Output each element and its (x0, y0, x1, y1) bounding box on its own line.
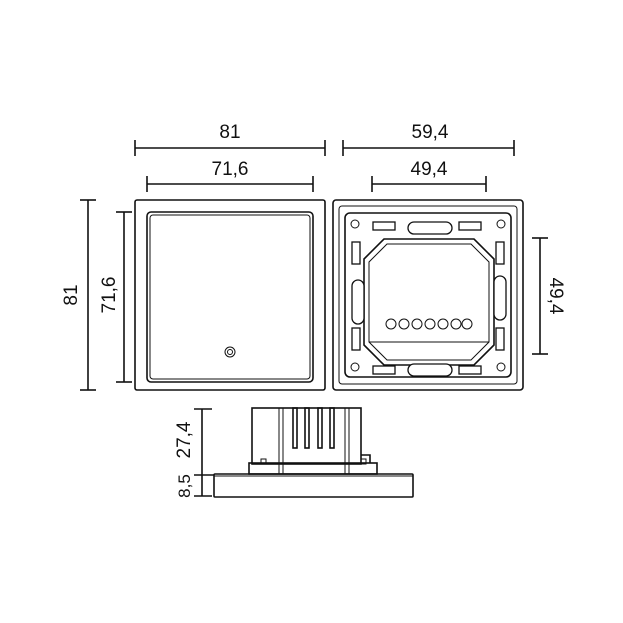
dim-label: 71,6 (99, 277, 120, 314)
dim-label: 59,4 (412, 122, 449, 143)
dim-label: 81 (219, 122, 240, 143)
dim-side-depth: 27,4 8,5 (174, 408, 214, 498)
dim-front-height-outer: 81 (61, 199, 96, 391)
led-indicator-icon (224, 346, 236, 358)
front-view (134, 199, 326, 391)
dim-label: 81 (61, 284, 82, 305)
side-view (213, 407, 414, 498)
terminal-holes (385, 318, 473, 330)
dim-label: 71,6 (212, 159, 249, 180)
dim-back-width-inner: 49,4 (371, 159, 487, 192)
dim-front-width-inner: 71,6 (146, 159, 314, 192)
back-view (332, 199, 524, 391)
dim-back-width-outer: 59,4 (342, 122, 515, 156)
dim-front-width-outer: 81 (134, 122, 326, 156)
dim-label: 49,4 (545, 278, 566, 315)
dim-back-height-inner: 49,4 (532, 237, 566, 355)
dim-front-height-inner: 71,6 (99, 211, 132, 383)
dim-label: 27,4 (174, 421, 195, 458)
clips (351, 221, 505, 375)
mounting-holes (350, 219, 506, 372)
dim-label: 49,4 (411, 159, 448, 180)
screw-slots (351, 221, 507, 377)
dim-label: 8,5 (175, 474, 194, 498)
